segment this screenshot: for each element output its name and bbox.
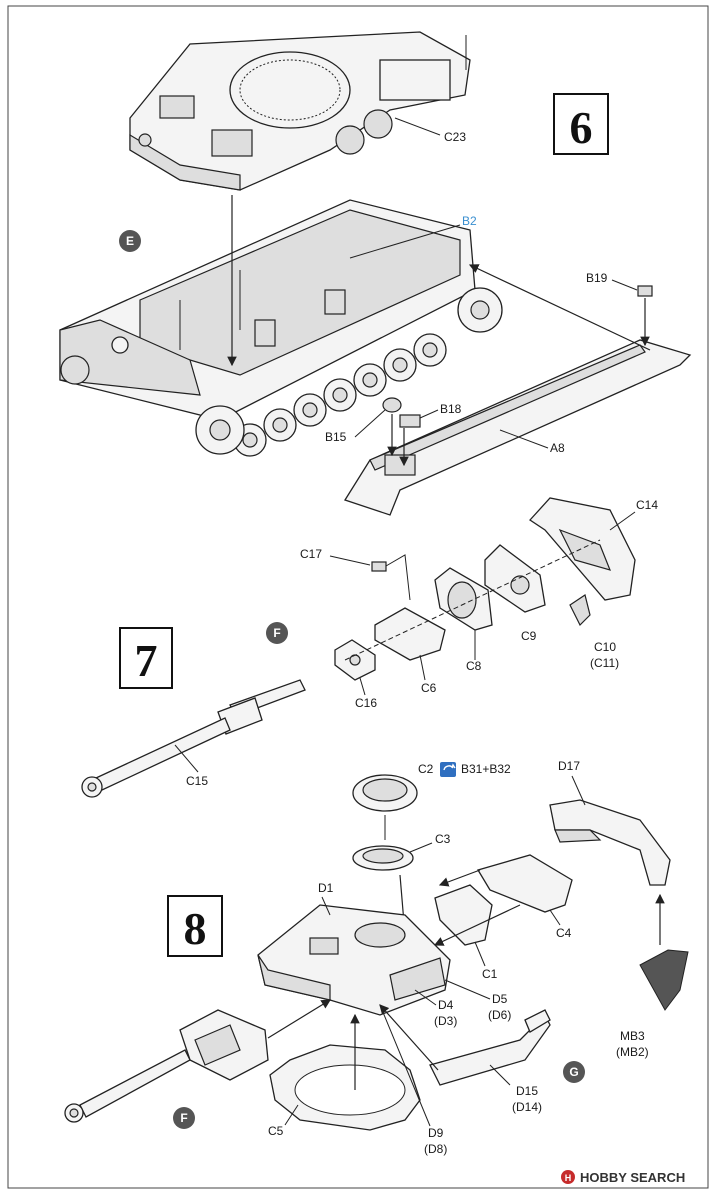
label-d4-alt: (D3): [434, 1014, 457, 1028]
label-d5-alt: (D6): [488, 1008, 511, 1022]
part-c1: [434, 884, 493, 946]
label-c10: C10: [594, 640, 616, 654]
label-d1: D1: [318, 881, 334, 895]
step-8-box: [167, 895, 223, 957]
part-b19: [637, 285, 653, 297]
label-c17: C17: [300, 547, 322, 561]
page-border: [7, 5, 709, 1189]
label-d9: D9: [428, 1126, 444, 1140]
label-c6: C6: [421, 681, 437, 695]
part-c15-barrel: [81, 679, 306, 798]
step-8-number: 8: [184, 903, 207, 954]
marker-e: [119, 230, 141, 252]
label-a8: A8: [550, 441, 565, 455]
part-b18: [399, 414, 421, 428]
part-b15: [382, 397, 402, 413]
label-d17: D17: [558, 759, 580, 773]
marker-f-step7: [266, 622, 288, 644]
step-8: 8 C2 B31+B32 C3 D17 MB3 (MB2) C4: [64, 759, 689, 1156]
label-b18: B18: [440, 402, 462, 416]
step-6-number: 6: [570, 102, 593, 153]
step-7-box: [119, 627, 173, 689]
part-d15: [429, 1013, 551, 1086]
svg-text:H: H: [565, 1173, 572, 1183]
label-b19: B19: [586, 271, 608, 285]
hobby-search-logo-icon: H: [561, 1170, 575, 1184]
part-d17: [549, 799, 671, 886]
lower-hull-part: [59, 199, 476, 421]
marker-e-letter: E: [126, 234, 134, 248]
turret-part: [257, 904, 451, 1016]
part-mb3: [639, 949, 689, 1011]
marker-f-step8: [173, 1107, 195, 1129]
part-c6: [374, 607, 446, 661]
label-d15-alt: (D14): [512, 1100, 542, 1114]
label-c9: C9: [521, 629, 537, 643]
step-6-box: [553, 93, 609, 155]
step-6: 6 C23 B2: [59, 31, 692, 516]
label-c8: C8: [466, 659, 482, 673]
gun-assembly-part: [64, 1009, 269, 1123]
marker-f-step8-letter: F: [180, 1111, 187, 1125]
label-d15: D15: [516, 1084, 538, 1098]
label-c2: C2: [418, 762, 434, 776]
label-mb3: MB3: [620, 1029, 645, 1043]
label-c2-option: B31+B32: [461, 762, 511, 776]
label-c5: C5: [268, 1124, 284, 1138]
part-c4: [477, 854, 573, 913]
option-swap-icon: [440, 762, 456, 777]
label-c3: C3: [435, 832, 451, 846]
label-c10-alt: (C11): [590, 656, 619, 670]
part-c17: [371, 561, 387, 572]
marker-g: [563, 1061, 585, 1083]
label-c16: C16: [355, 696, 377, 710]
marker-f-step7-letter: F: [273, 626, 280, 640]
part-c10: [569, 594, 591, 627]
label-c23: C23: [444, 130, 466, 144]
label-c1: C1: [482, 967, 498, 981]
label-b15: B15: [325, 430, 347, 444]
marker-g-letter: G: [569, 1065, 578, 1079]
watermark-text: HOBBY SEARCH: [580, 1170, 685, 1185]
label-d4: D4: [438, 998, 454, 1012]
label-c14: C14: [636, 498, 658, 512]
label-b2: B2: [462, 214, 477, 228]
upper-hull-part: [129, 31, 471, 191]
label-c4: C4: [556, 926, 572, 940]
step-7-number: 7: [135, 635, 158, 686]
step-7: 7 F C14 C9 C10 (C11) C8 C17 C6 C16: [81, 497, 658, 798]
label-d5: D5: [492, 992, 508, 1006]
label-d9-alt: (D8): [424, 1142, 447, 1156]
road-wheels: [60, 287, 503, 457]
label-mb3-alt: (MB2): [616, 1045, 649, 1059]
label-c15: C15: [186, 774, 208, 788]
